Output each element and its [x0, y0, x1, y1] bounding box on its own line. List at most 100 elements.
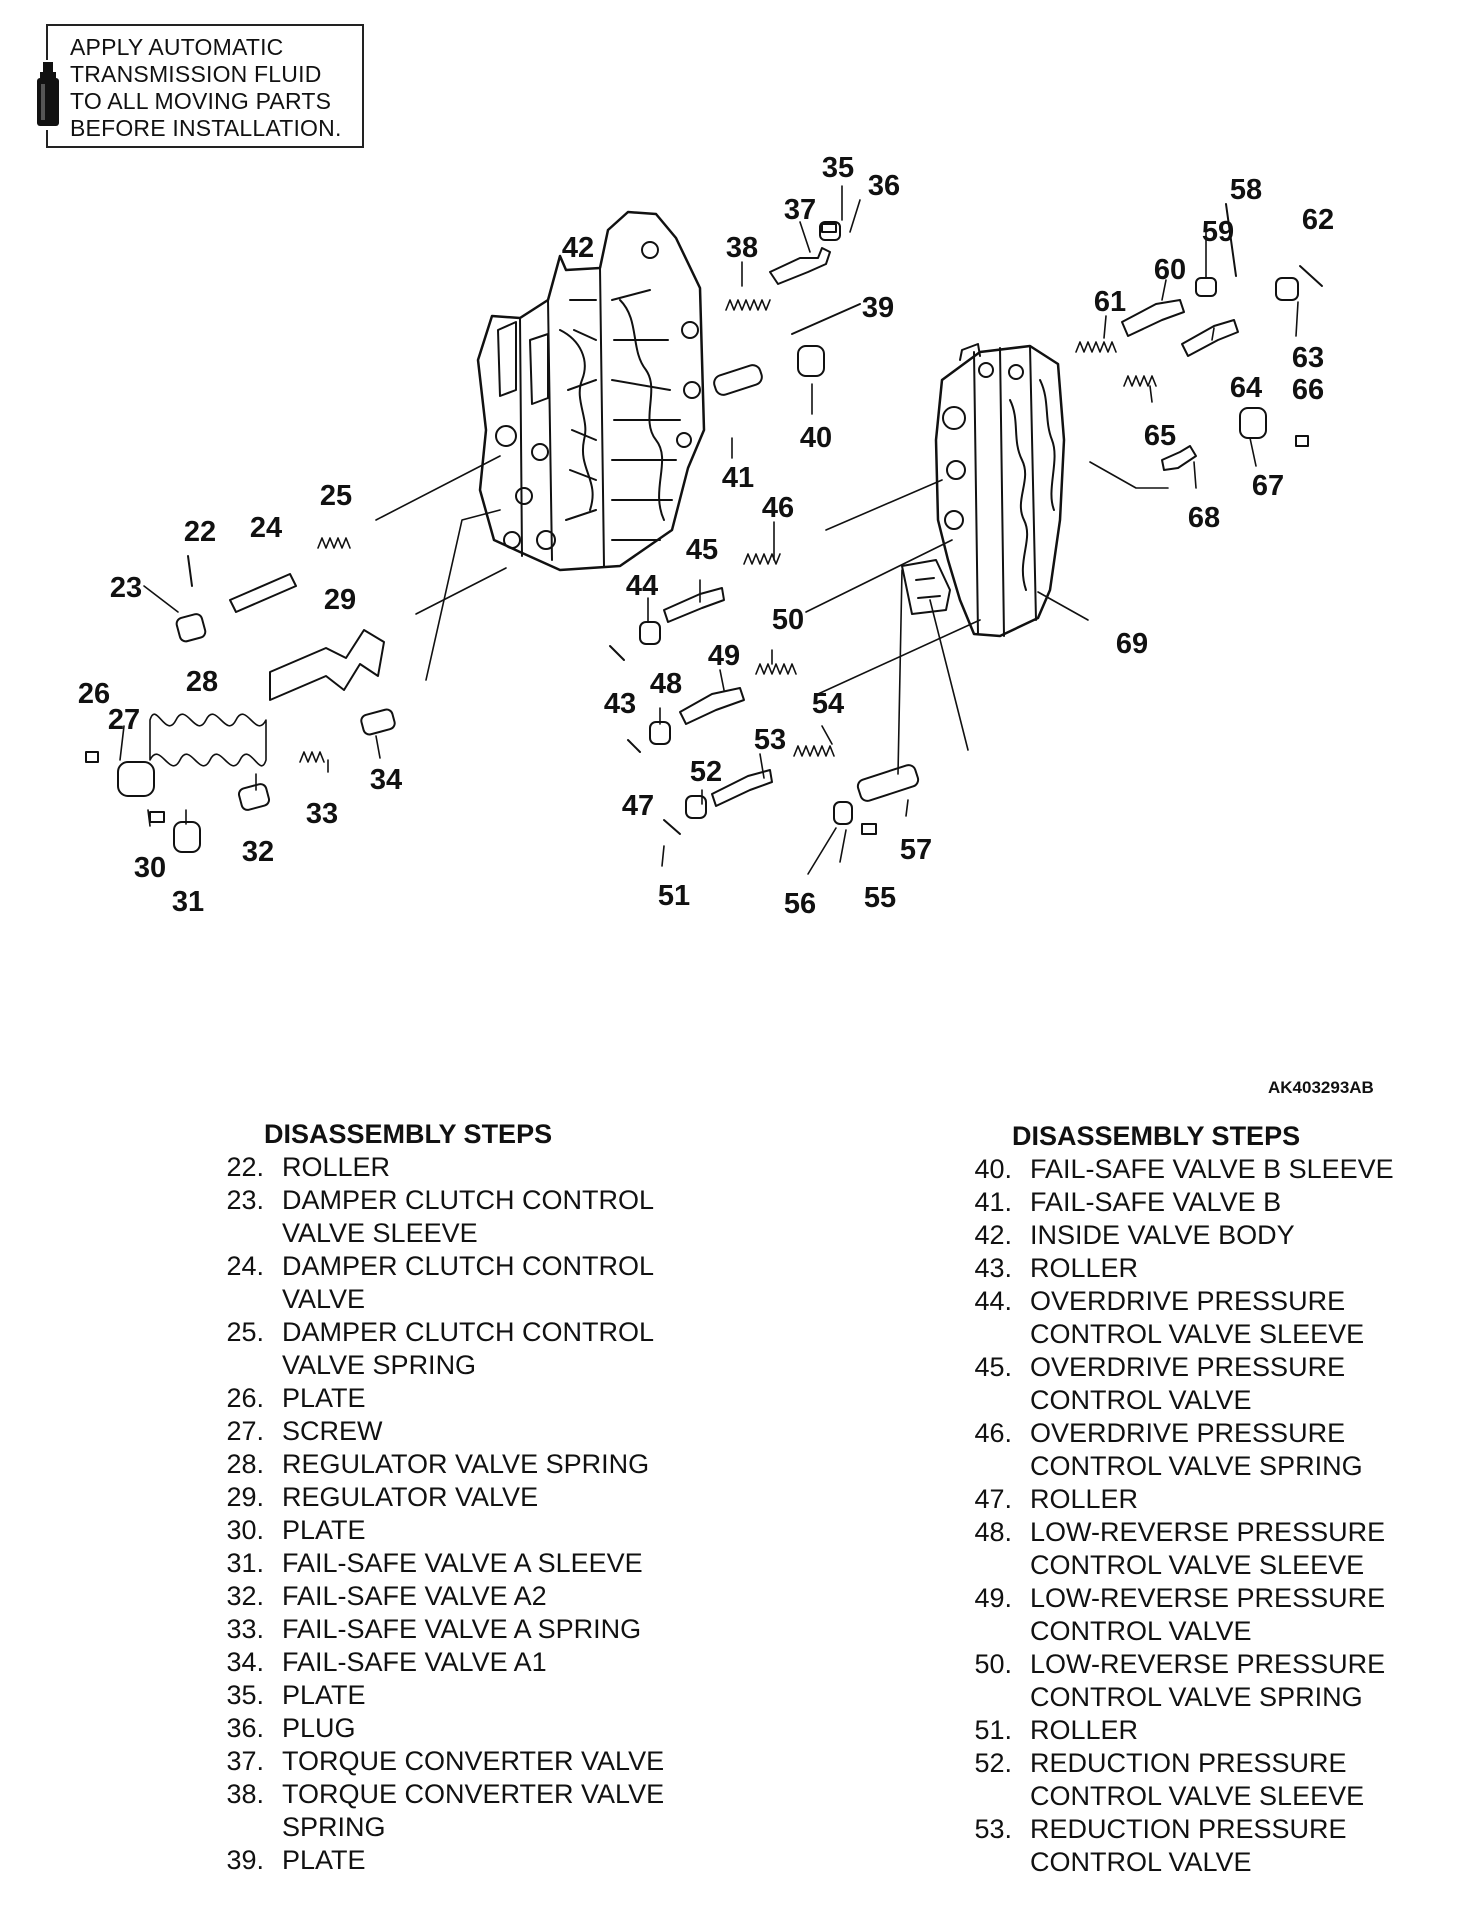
- valves: [117, 221, 1299, 853]
- step-number: 36.: [226, 1713, 264, 1743]
- step-item: 36.PLUG: [196, 1712, 664, 1745]
- step-description: OVERDRIVE PRESSURE CONTROL VALVE SLEEVE: [1030, 1286, 1365, 1349]
- step-item: 26. PLATE: [196, 1382, 664, 1415]
- step-item: 29.REGULATOR VALVE: [196, 1481, 664, 1514]
- step-number: 26.: [226, 1383, 264, 1413]
- step-number: 29.: [226, 1482, 264, 1512]
- step-description: DAMPER CLUTCH CONTROL VALVE SLEEVE: [282, 1185, 655, 1248]
- callout-57: 57: [899, 834, 933, 866]
- callout-23: 23: [109, 572, 143, 604]
- diagram-drawing: [85, 185, 1323, 875]
- step-description: FAIL-SAFE VALVE B SLEEVE: [1030, 1154, 1394, 1184]
- callout-69: 69: [1115, 628, 1149, 660]
- step-description: OVERDRIVE PRESSURE CONTROL VALVE SPRING: [1030, 1418, 1363, 1481]
- callout-68: 68: [1187, 502, 1221, 534]
- step-item: 24. DAMPER CLUTCH CONTROL VALVE: [196, 1250, 664, 1316]
- step-number: 35.: [226, 1680, 264, 1710]
- step-number: 42.: [974, 1220, 1012, 1250]
- step-item: 52. REDUCTION PRESSURE CONTROL VALVE SLEE…: [944, 1747, 1394, 1813]
- callout-45: 45: [685, 534, 719, 566]
- step-item: 34. FAIL-SAFE VALVE A1: [196, 1646, 664, 1679]
- step-description: ROLLER: [1030, 1484, 1139, 1514]
- callout-62: 62: [1301, 204, 1335, 236]
- callout-41: 41: [721, 462, 755, 494]
- steps-heading: DISASSEMBLY STEPS: [1012, 1121, 1301, 1151]
- step-number: 47.: [974, 1484, 1012, 1514]
- step-item: 49. LOW-REVERSE PRESSURE CONTROL VALVE: [944, 1582, 1394, 1648]
- callout-32: 32: [241, 836, 275, 868]
- callout-38: 38: [725, 232, 759, 264]
- step-description: ROLLER: [1030, 1715, 1139, 1745]
- step-number: 48.: [974, 1517, 1012, 1547]
- step-description: INSIDE VALVE BODY: [1030, 1220, 1295, 1250]
- step-description: LOW-REVERSE PRESSURE CONTROL VALVE: [1030, 1583, 1386, 1646]
- step-description: REGULATOR VALVE SPRING: [282, 1449, 650, 1479]
- leader-lines: [119, 185, 1299, 875]
- callout-51: 51: [657, 880, 691, 912]
- step-number: 24.: [226, 1251, 264, 1281]
- step-item: 45.OVERDRIVE PRESSURE CONTROL VALVE: [944, 1351, 1394, 1417]
- callout-49: 49: [707, 640, 741, 672]
- step-description: PLATE: [282, 1845, 366, 1875]
- callout-34: 34: [369, 764, 403, 796]
- step-number: 31.: [226, 1548, 264, 1578]
- callout-48: 48: [649, 668, 683, 700]
- callout-28: 28: [185, 666, 219, 698]
- notice-box: APPLY AUTOMATIC TRANSMISSION FLUID TO AL…: [34, 24, 364, 148]
- step-number: 32.: [226, 1581, 264, 1611]
- step-item: 51.ROLLER: [944, 1714, 1394, 1747]
- step-item: 39.PLATE: [196, 1844, 664, 1877]
- step-number: 52.: [974, 1748, 1012, 1778]
- step-number: 30.: [226, 1515, 264, 1545]
- step-description: TORQUE CONVERTER VALVE: [282, 1746, 665, 1776]
- step-description: FAIL-SAFE VALVE B: [1030, 1187, 1282, 1217]
- step-description: LOW-REVERSE PRESSURE CONTROL VALVE SLEEV…: [1030, 1517, 1386, 1580]
- step-item: 40. FAIL-SAFE VALVE B SLEEVE: [944, 1153, 1394, 1186]
- disassembly-steps-right: DISASSEMBLY STEPS 40. FAIL-SAFE VALVE B S…: [944, 1120, 1394, 1879]
- callout-43: 43: [603, 688, 637, 720]
- step-number: 40.: [974, 1154, 1012, 1184]
- step-item: 33.FAIL-SAFE VALVE A SPRING: [196, 1613, 664, 1646]
- steps-heading: DISASSEMBLY STEPS: [264, 1119, 553, 1149]
- notice-line: TO ALL MOVING PARTS: [70, 88, 332, 114]
- step-item: 37. TORQUE CONVERTER VALVE: [196, 1745, 664, 1778]
- exploded-diagram: 42 38 35 36 37 39 40 41 46 45 44 50 49 4…: [78, 153, 1335, 920]
- step-description: ROLLER: [1030, 1253, 1139, 1283]
- step-number: 37.: [226, 1746, 264, 1776]
- step-number: 33.: [226, 1614, 264, 1644]
- notice-line: BEFORE INSTALLATION.: [70, 115, 342, 141]
- step-description: SCREW: [282, 1416, 383, 1446]
- step-number: 27.: [226, 1416, 264, 1446]
- callout-39: 39: [861, 292, 895, 324]
- step-item: 32.FAIL-SAFE VALVE A2: [196, 1580, 664, 1613]
- callout-37: 37: [783, 194, 817, 226]
- step-description: FAIL-SAFE VALVE A1: [282, 1647, 547, 1677]
- step-description: DAMPER CLUTCH CONTROL VALVE: [282, 1251, 655, 1314]
- callout-58: 58: [1229, 174, 1263, 206]
- step-number: 34.: [226, 1647, 264, 1677]
- step-description: PLATE: [282, 1383, 366, 1413]
- step-description: REDUCTION PRESSURE CONTROL VALVE SLEEVE: [1030, 1748, 1365, 1811]
- notice-text: APPLY AUTOMATIC TRANSMISSION FLUID TO AL…: [70, 34, 342, 142]
- step-item: 47. ROLLER: [944, 1483, 1394, 1516]
- callout-40: 40: [799, 422, 833, 454]
- step-number: 49.: [974, 1583, 1012, 1613]
- springs: [149, 299, 1157, 767]
- callout-60: 60: [1153, 254, 1187, 286]
- step-description: LOW-REVERSE PRESSURE CONTROL VALVE SPRIN…: [1030, 1649, 1386, 1712]
- callout-22: 22: [183, 516, 217, 548]
- callout-46: 46: [761, 492, 795, 524]
- step-item: 43.ROLLER: [944, 1252, 1394, 1285]
- callout-56: 56: [783, 888, 817, 920]
- step-item: 44.OVERDRIVE PRESSURE CONTROL VALVE SLEE…: [944, 1285, 1394, 1351]
- callout-29: 29: [323, 584, 357, 616]
- step-item: 46.OVERDRIVE PRESSURE CONTROL VALVE SPRI…: [944, 1417, 1394, 1483]
- callout-50: 50: [771, 604, 805, 636]
- callout-63: 63: [1291, 342, 1325, 374]
- step-description: REDUCTION PRESSURE CONTROL VALVE: [1030, 1814, 1347, 1877]
- step-number: 25.: [226, 1317, 264, 1347]
- step-item: 42. INSIDE VALVE BODY: [944, 1219, 1394, 1252]
